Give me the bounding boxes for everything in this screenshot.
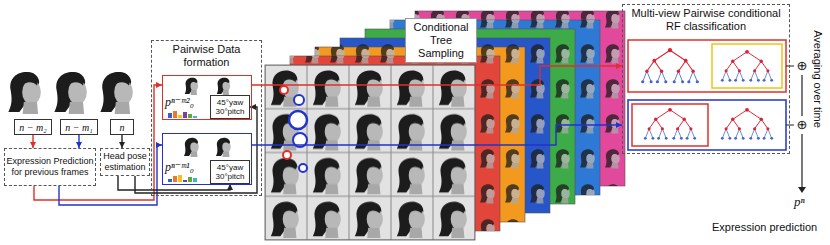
output-label: Expression prediction [712,220,826,234]
node-text: Expression Prediction for previous frame… [6,156,94,178]
axis-label: Averaging over time [811,19,825,139]
node-text: Multi-view Pairwise conditional RF class… [623,5,789,33]
connector-line [252,66,622,85]
connector [252,63,622,85]
axis-label-holder: Averaging over time [811,19,825,139]
node-text: Conditional Tree Sampling [408,21,474,60]
connector [76,135,82,148]
frame-label: n − m₁ [60,119,98,135]
connector-line [252,125,622,145]
frame-label: n − m₂ [14,119,52,135]
connector [119,135,125,148]
sum-symbol-holder: ⊕ [795,117,809,133]
sampling-box: Conditional Tree Sampling [405,18,477,63]
node-text: 45°yaw 30°pitch [212,98,248,116]
process-box: Head pose estimation [100,148,150,176]
pose-box: 45°yaw 30°pitch [210,160,250,184]
output-symbol: pⁿ [794,194,820,210]
node-text: pⁿ⁻ᵐ¹₀ [165,160,205,174]
node-text: Pairwise Data formation [152,41,261,69]
output-label-holder: Expression prediction [712,220,826,234]
frame-label: n [110,119,134,135]
arrow-head [250,104,256,110]
process-box: Expression Prediction for previous frame… [4,148,96,186]
node-text: n [120,122,125,133]
pair-box: pⁿ⁻ᵐ²₀ 45°yaw 30°pitch [162,75,252,120]
sum-symbol-holder: ⊕ [795,58,809,74]
connector [30,135,36,148]
node-text: Head pose estimation [102,151,148,173]
output-symbol-holder: pⁿ [794,194,820,210]
pose-box: 45°yaw 30°pitch [210,95,250,119]
sum-symbol: ⊕ [795,117,809,133]
node-text: n − m₂ [19,122,46,133]
group-box: Multi-view Pairwise conditional RF class… [622,4,790,154]
node-text: pⁿ⁻ᵐ²₀ [165,95,205,109]
sum-symbol: ⊕ [795,58,809,74]
group-box: Pairwise Data formation pⁿ⁻ᵐ²₀ 45°yaw 30°p… [151,40,262,196]
node-text: n − m₁ [65,122,92,133]
pair-box: pⁿ⁻ᵐ¹₀ 45°yaw 30°pitch [162,133,252,185]
node-text: 45°yaw 30°pitch [212,163,248,181]
connector [252,122,622,145]
